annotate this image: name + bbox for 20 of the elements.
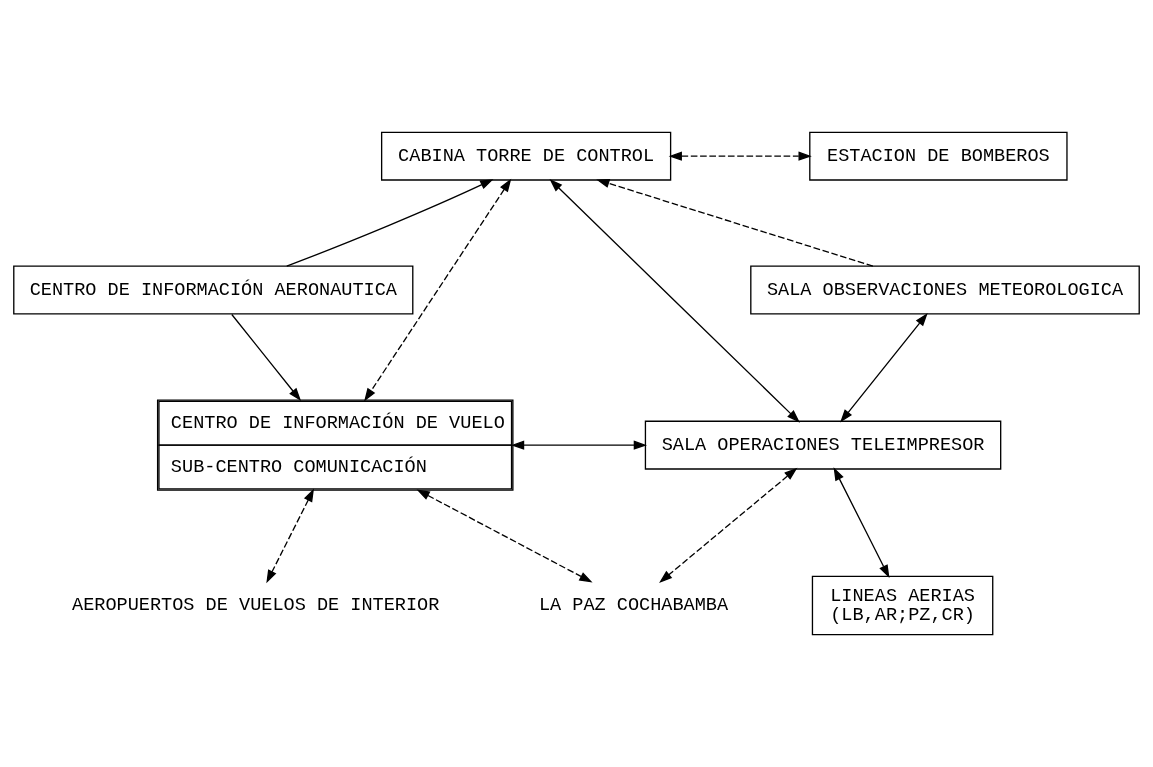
- arrow: [668, 151, 812, 161]
- node-box: SALA OBSERVACIONES METEOROLOGICA: [750, 265, 1140, 315]
- arrow: [833, 467, 890, 579]
- arrow: [364, 178, 512, 402]
- node-text: AEROPUERTOS DE VUELOS DE INTERIOR: [72, 595, 440, 617]
- arrow: [286, 179, 494, 267]
- node-box: CABINA TORRE DE CONTROL: [380, 131, 672, 181]
- node-box: LINEAS AERIAS (LB,AR;PZ,CR): [811, 575, 994, 636]
- node-text: LA PAZ COCHABAMBA: [538, 595, 729, 617]
- arrow: [510, 440, 647, 450]
- arrow: [659, 467, 798, 583]
- node-box: SALA OPERACIONES TELEIMPRESOR: [644, 420, 1002, 470]
- node-box: ESTACION DE BOMBEROS: [809, 131, 1068, 181]
- arrow: [231, 313, 302, 402]
- arrow: [840, 312, 928, 423]
- arrow: [596, 179, 874, 267]
- node-box: CENTRO DE INFORMACIÓN AERONAUTICA: [13, 265, 414, 315]
- arrow: [266, 488, 314, 584]
- arrow: [416, 489, 593, 583]
- arrow: [549, 178, 800, 423]
